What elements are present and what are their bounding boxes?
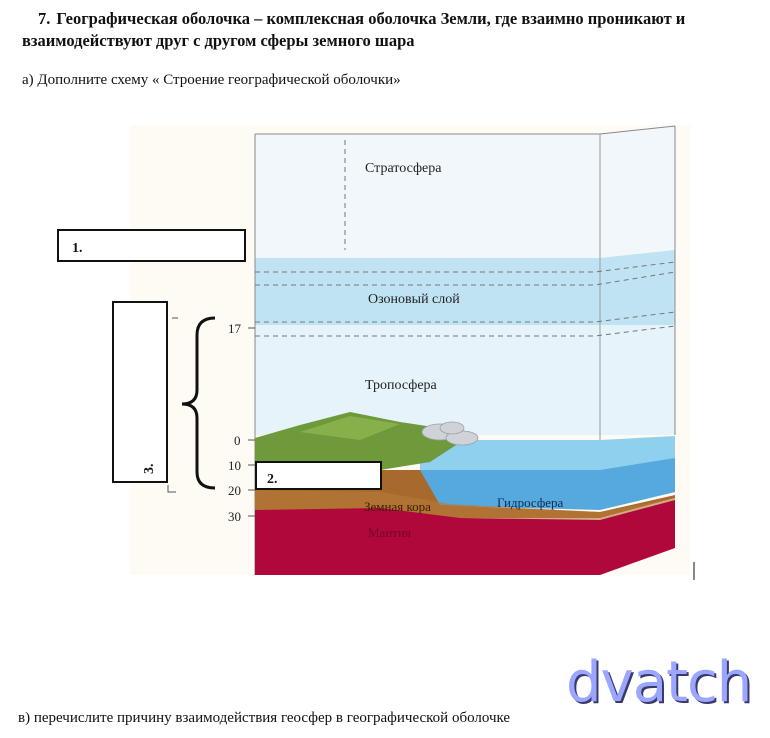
ozone-band [255, 250, 675, 330]
subtask-b: в) перечислите причину взаимодействия ге… [18, 710, 511, 726]
scale-0: 0 [234, 433, 241, 448]
scale-10: 10 [228, 458, 241, 473]
hydrosphere-surface [420, 436, 675, 472]
label-crust: Земная кора [364, 499, 431, 514]
scale-30: 30 [228, 509, 241, 524]
scale-17: 17 [228, 321, 242, 336]
task-number: 7. [38, 9, 51, 28]
blank-label-3: 3. [142, 464, 157, 475]
label-stratosphere: Стратосфера [365, 161, 442, 176]
land-hill-highlight [300, 416, 400, 440]
blank-box-2[interactable] [255, 461, 382, 490]
troposphere-band [255, 325, 675, 435]
blank-label-1: 1. [72, 241, 83, 256]
stratosphere-top [255, 126, 675, 270]
blank-box-1[interactable] [57, 229, 246, 262]
task-title: 7.Географическая оболочка – комплексная … [22, 8, 742, 52]
blank-label-2: 2. [267, 472, 278, 487]
subtask-a: а) Дополните схему « Строение географиче… [22, 72, 401, 88]
blank-box-3[interactable] [112, 301, 168, 483]
watermark: dvatch [566, 650, 752, 715]
label-hydrosphere: Гидросфера [497, 495, 564, 510]
hydrosphere-body [380, 458, 675, 510]
label-troposphere: Тропосфера [365, 378, 438, 393]
label-mantle: Мантия [368, 525, 411, 540]
curly-brace [181, 316, 216, 490]
cloud-icon [421, 421, 479, 446]
mark-bottom [167, 485, 176, 493]
scale-20: 20 [228, 483, 241, 498]
layer-boundaries [255, 140, 676, 337]
label-ozone: Озоновый слой [368, 292, 460, 307]
mantle [255, 500, 675, 575]
altitude-scale [248, 327, 255, 517]
task-title-text: Географическая оболочка – комплексная об… [22, 9, 686, 50]
land-surface [255, 412, 470, 470]
box-top-depth [599, 125, 676, 135]
